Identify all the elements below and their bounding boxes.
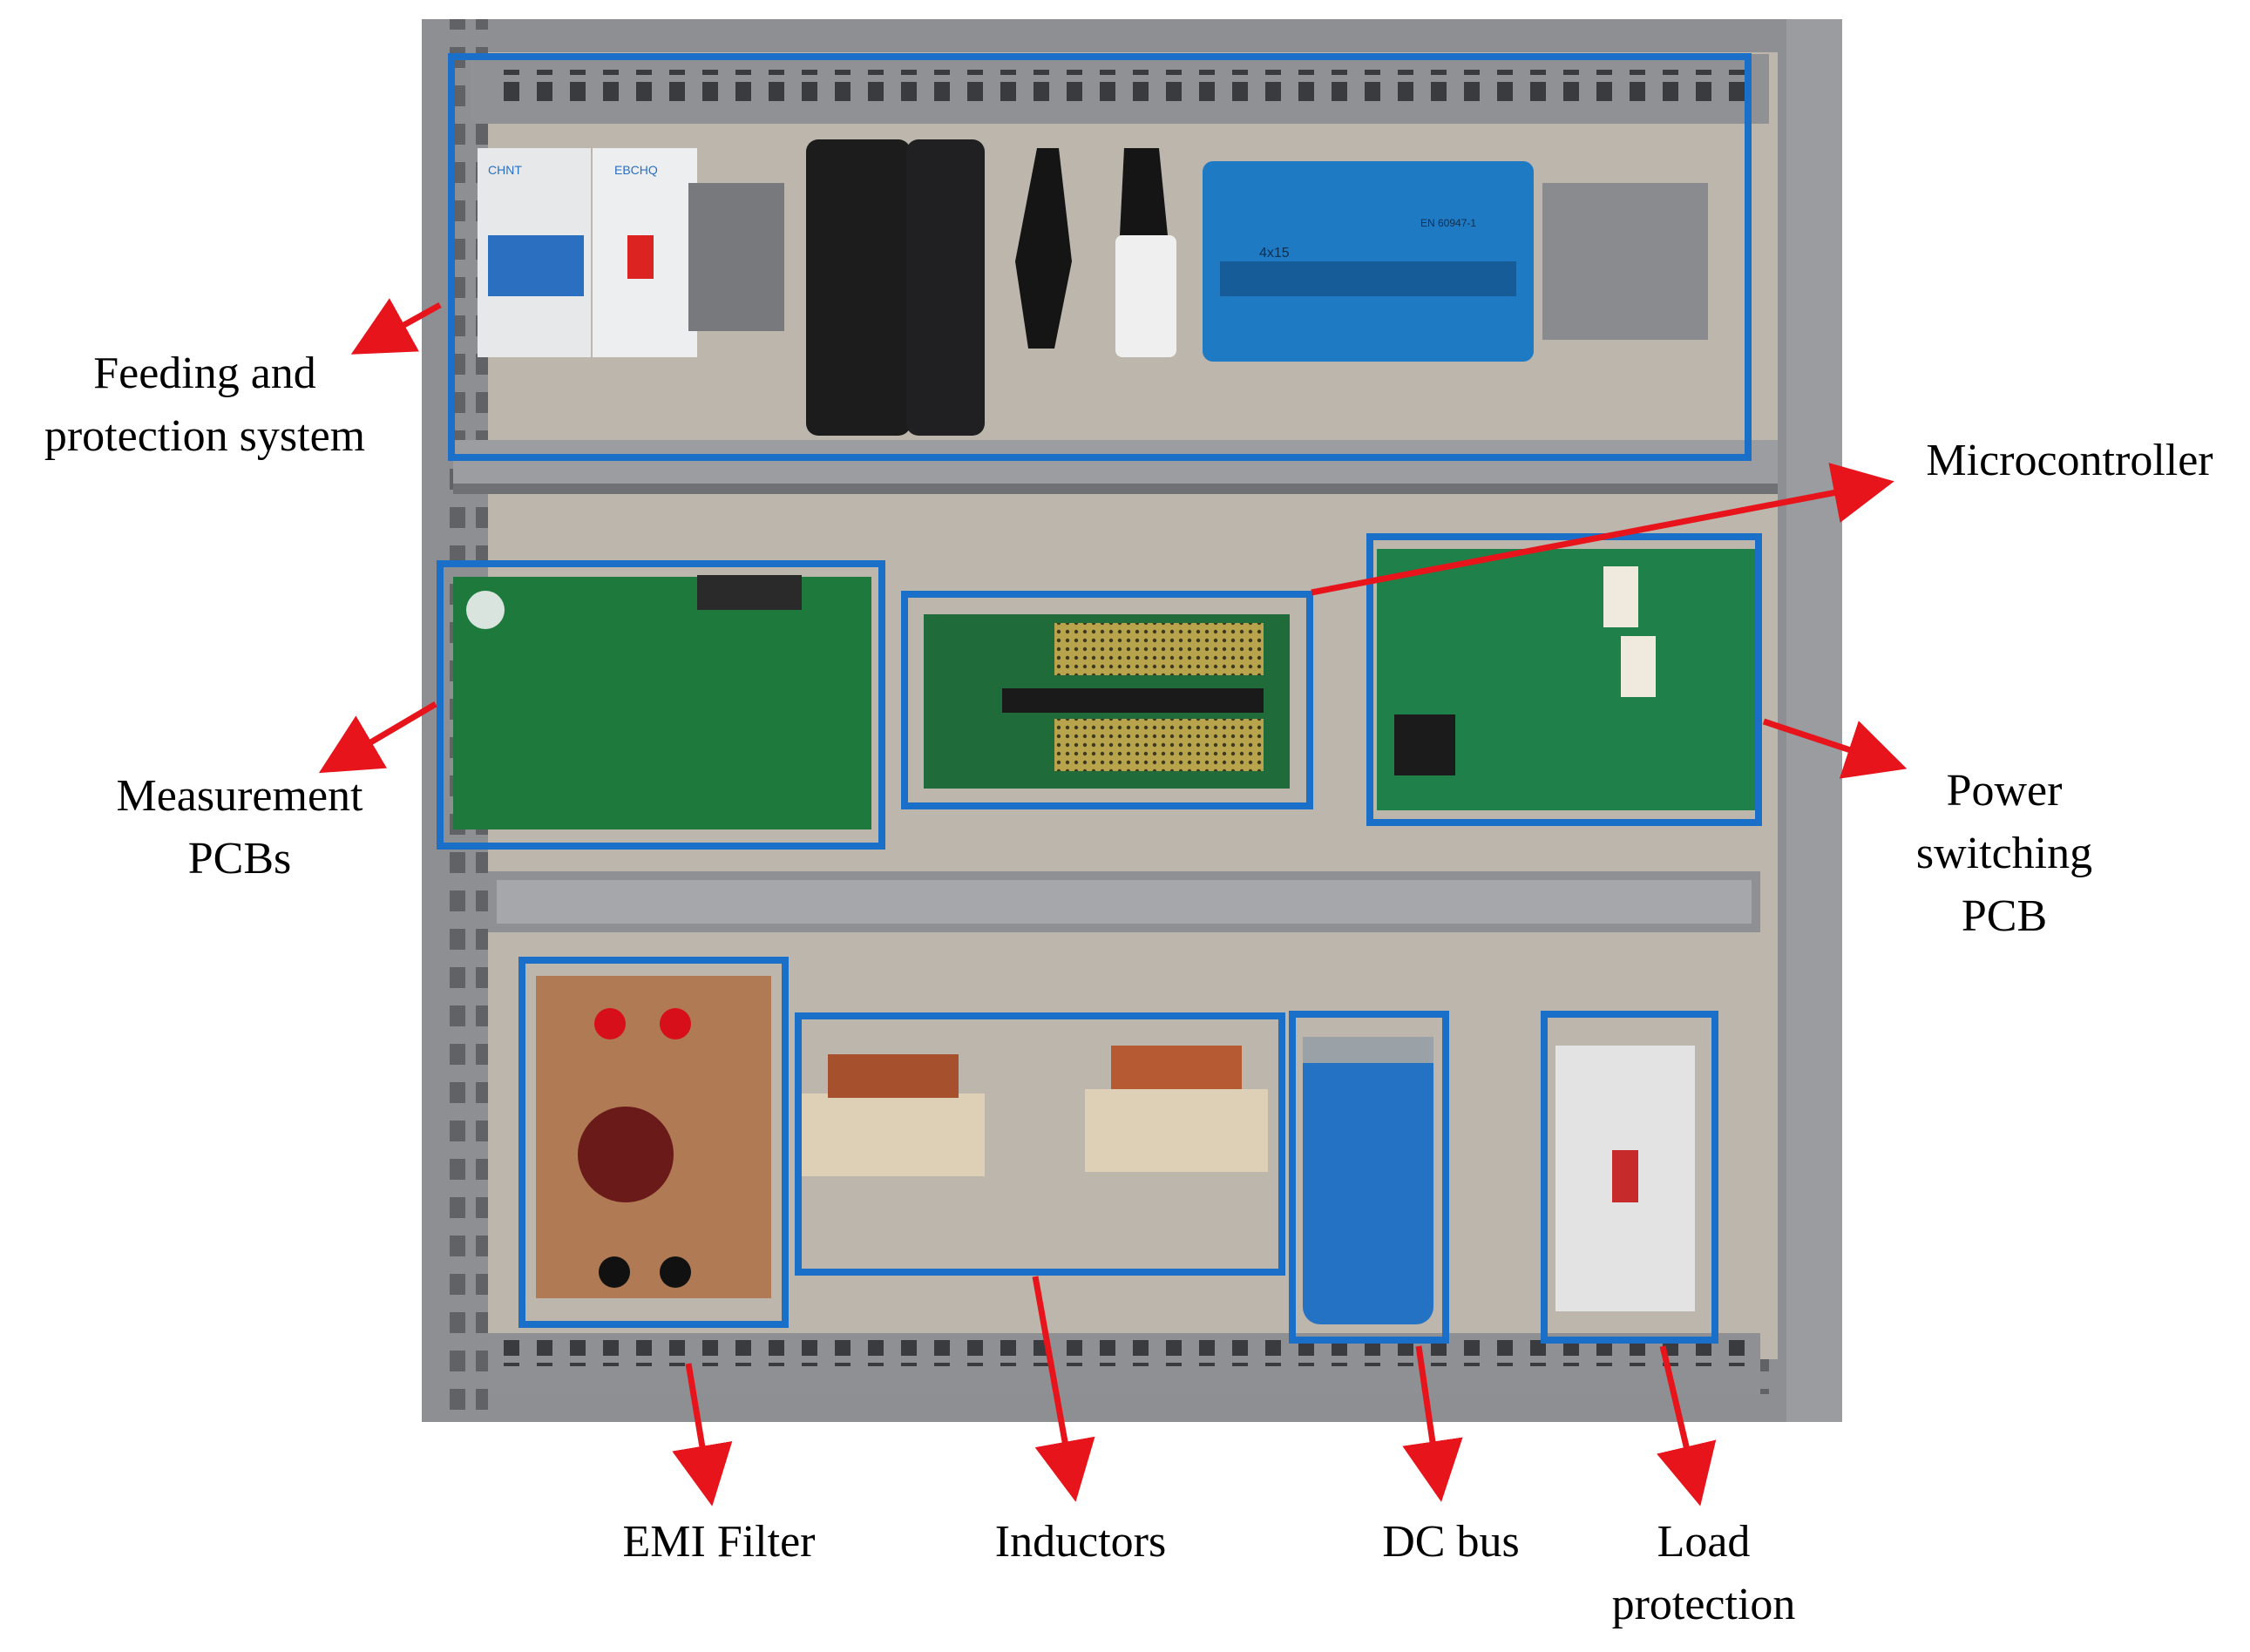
arrow-measurement [318,701,437,774]
label-load-protection: Load protection [1582,1511,1826,1636]
box-feeding-protection [448,53,1752,461]
label-microcontroller: Microcontroller [1900,430,2240,492]
label-line: Microcontroller [1926,436,2213,485]
feeding-protection-components [478,139,1708,436]
label-line: EMI Filter [622,1517,816,1567]
label-emi-filter: EMI Filter [575,1511,863,1574]
label-line: PCB [1961,891,2048,941]
arrow-feeding [350,298,442,355]
label-feeding-protection: Feeding and protection system [13,342,396,468]
label-line: protection [1611,1580,1796,1629]
box-dc-bus [1289,1011,1449,1344]
label-line: Power [1946,766,2063,816]
arrow-load-protection [1657,1345,1717,1506]
label-line: Measurement [116,771,363,821]
arrow-dc-bus [1402,1345,1463,1502]
label-power-switching-pcb: Power switching PCB [1874,760,2135,948]
box-microcontroller [901,591,1313,809]
arrow-inductors [1032,1276,1095,1502]
label-line: switching [1915,829,2093,878]
bottom-row-components [536,976,1695,1324]
label-dc-bus: DC bus [1342,1511,1560,1574]
arrow-microcontroller [1311,463,1894,596]
label-line: PCBs [187,834,292,884]
label-measurement-pcbs: Measurement PCBs [87,765,392,890]
label-line: protection system [44,411,366,461]
label-line: DC bus [1382,1517,1520,1567]
middle-row-components [453,549,1760,829]
top-cable-duct [471,54,1769,124]
cable-ducts [453,440,1778,1394]
label-line: Load [1657,1517,1751,1567]
label-line: Feeding and [93,349,316,398]
arrow-power-switching [1762,718,1908,779]
label-inductors: Inductors [959,1511,1203,1574]
box-load-protection [1541,1011,1718,1344]
box-emi-filter [518,957,789,1328]
arrow-emi-filter [672,1363,733,1506]
box-inductors [795,1012,1285,1276]
label-line: Inductors [994,1517,1167,1567]
box-power-switching [1366,533,1762,826]
box-measurement-pcbs [437,560,885,850]
